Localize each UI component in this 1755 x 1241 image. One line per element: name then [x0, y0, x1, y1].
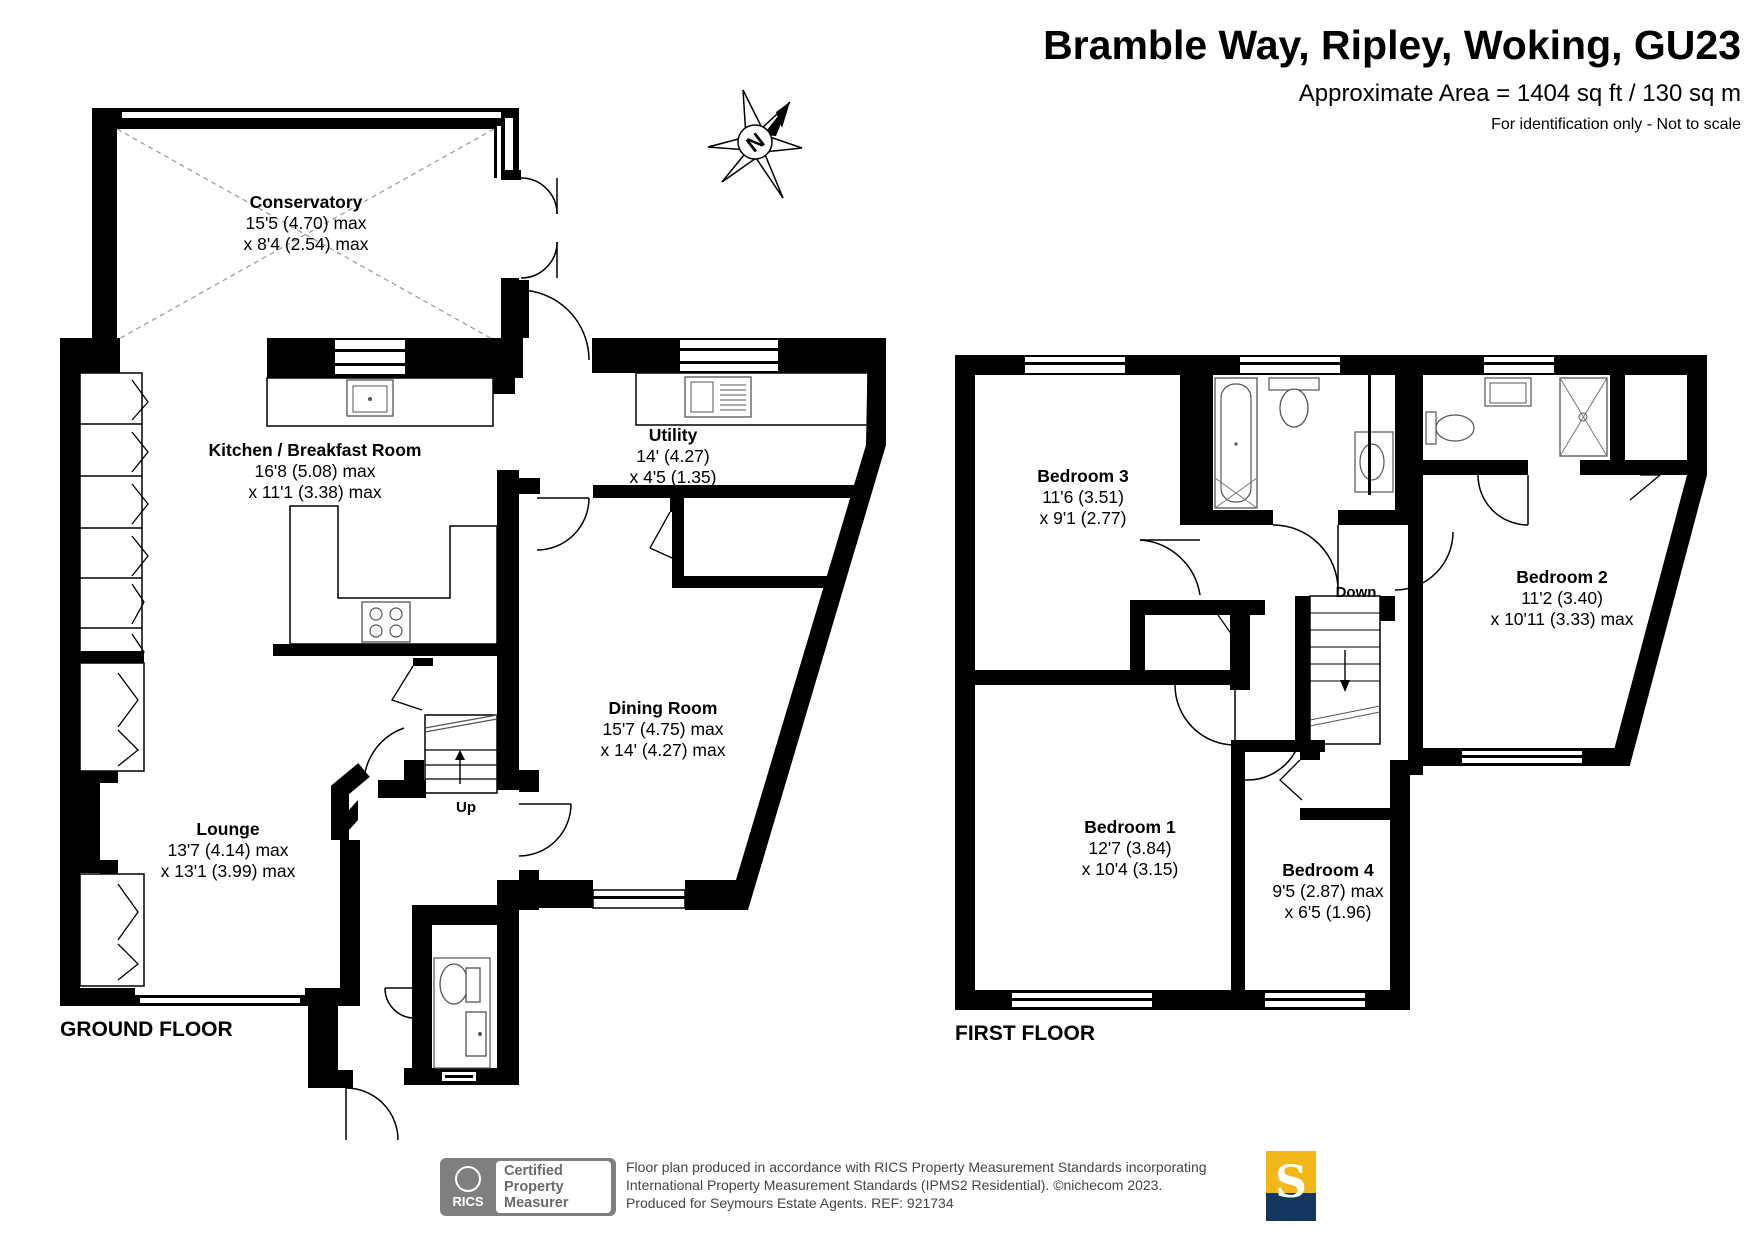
room-dimension: 14' (4.27) — [636, 446, 710, 466]
ensuite — [1408, 375, 1687, 775]
room-label-bedroom-2: Bedroom 2 11'2 (3.40) x 10'11 (3.33) max — [1490, 567, 1633, 630]
rics-certified-badge: RICS Certified Property Measurer — [440, 1158, 616, 1216]
brand-logo-band — [1266, 1193, 1316, 1221]
certified-property-measurer-panel: Certified Property Measurer — [496, 1161, 611, 1213]
room-label-bedroom-1: Bedroom 1 12'7 (3.84) x 10'4 (3.15) — [1082, 817, 1179, 880]
badge-line: Measurer — [504, 1195, 569, 1211]
room-dimension: 15'5 (4.70) max — [245, 213, 367, 233]
rics-logo: RICS — [446, 1166, 490, 1210]
utility-dining-walls — [519, 338, 886, 910]
ground-floor-label: GROUND FLOOR — [60, 1018, 233, 1041]
first-outer-walls — [955, 355, 1707, 1010]
room-name: Bedroom 3 — [1037, 466, 1129, 486]
room-label-conservatory: Conservatory 15'5 (4.70) max x 8'4 (2.54… — [244, 192, 369, 255]
room-name: Kitchen / Breakfast Room — [208, 440, 422, 460]
first-floor-label: FIRST FLOOR — [955, 1022, 1095, 1045]
footer-line: Floor plan produced in accordance with R… — [626, 1159, 1207, 1175]
room-dimension: x 10'11 (3.33) max — [1490, 609, 1634, 629]
conservatory-walls — [92, 108, 558, 343]
room-label-kitchen: Kitchen / Breakfast Room 16'8 (5.08) max… — [209, 440, 422, 503]
landing-walls — [975, 375, 1454, 990]
room-dimension: 9'5 (2.87) max — [1272, 881, 1384, 901]
first-floor-plan — [955, 355, 1707, 1010]
brand-logo-letter: S — [1275, 1157, 1307, 1208]
room-dimension: 16'8 (5.08) max — [254, 461, 376, 481]
room-dimension: x 9'1 (2.77) — [1039, 508, 1127, 528]
room-name: Bedroom 1 — [1084, 817, 1176, 837]
room-name: Bedroom 4 — [1282, 860, 1374, 880]
room-label-lounge: Lounge 13'7 (4.14) max x 13'1 (3.99) max — [161, 819, 296, 882]
property-title: Bramble Way, Ripley, Woking, GU23 — [1043, 22, 1741, 68]
ground-floor-plan — [60, 108, 886, 1141]
seymours-logo: S — [1266, 1151, 1316, 1221]
room-name: Utility — [648, 425, 698, 445]
compass-icon: N — [707, 89, 803, 199]
room-dimension: 15'7 (4.75) max — [602, 719, 724, 739]
room-label-bedroom-3: Bedroom 3 11'6 (3.51) x 9'1 (2.77) — [1037, 466, 1128, 529]
badge-line: Property — [504, 1179, 564, 1195]
identification-note: For identification only - Not to scale — [1491, 116, 1741, 133]
footer-line: International Property Measurement Stand… — [626, 1177, 1163, 1193]
room-dimension: x 13'1 (3.99) max — [160, 861, 296, 881]
room-dimension: 11'2 (3.40) — [1521, 588, 1603, 608]
room-label-bedroom-4: Bedroom 4 9'5 (2.87) max x 6'5 (1.96) — [1272, 860, 1383, 923]
room-dimension: x 14' (4.27) max — [600, 740, 726, 760]
room-label-utility: Utility 14' (4.27) x 4'5 (1.35) — [630, 425, 717, 488]
bathroom — [1195, 375, 1410, 591]
ground-outer-walls — [60, 338, 519, 1141]
room-name: Conservatory — [249, 192, 363, 212]
room-label-dining: Dining Room 15'7 (4.75) max x 14' (4.27)… — [601, 698, 726, 761]
room-dimension: 13'7 (4.14) max — [167, 840, 289, 860]
badge-line: Certified — [504, 1163, 563, 1179]
stairs-down-label: Down — [1335, 584, 1377, 601]
ground-wc — [433, 957, 491, 1069]
room-dimension: x 8'4 (2.54) max — [243, 234, 369, 254]
stairs-up-label: Up — [456, 799, 476, 816]
room-name: Bedroom 2 — [1516, 567, 1608, 587]
rics-logo-text: RICS — [452, 1194, 484, 1209]
wardrobes — [79, 372, 149, 987]
room-dimension: 12'7 (3.84) — [1088, 838, 1172, 858]
room-name: Lounge — [196, 819, 260, 839]
room-dimension: 11'6 (3.51) — [1042, 487, 1124, 507]
room-name: Dining Room — [608, 698, 718, 718]
footer-line: Produced for Seymours Estate Agents. REF… — [626, 1195, 954, 1211]
footer-disclaimer: Floor plan produced in accordance with R… — [626, 1158, 1207, 1212]
rics-seal-icon — [455, 1166, 481, 1192]
room-dimension: x 4'5 (1.35) — [629, 467, 717, 487]
room-dimension: x 10'4 (3.15) — [1081, 859, 1179, 879]
room-dimension: x 6'5 (1.96) — [1284, 902, 1372, 922]
room-dimension: x 11'1 (3.38) max — [248, 482, 382, 502]
kitchen-walls — [266, 289, 590, 857]
approximate-area: Approximate Area = 1404 sq ft / 130 sq m — [1298, 80, 1741, 107]
